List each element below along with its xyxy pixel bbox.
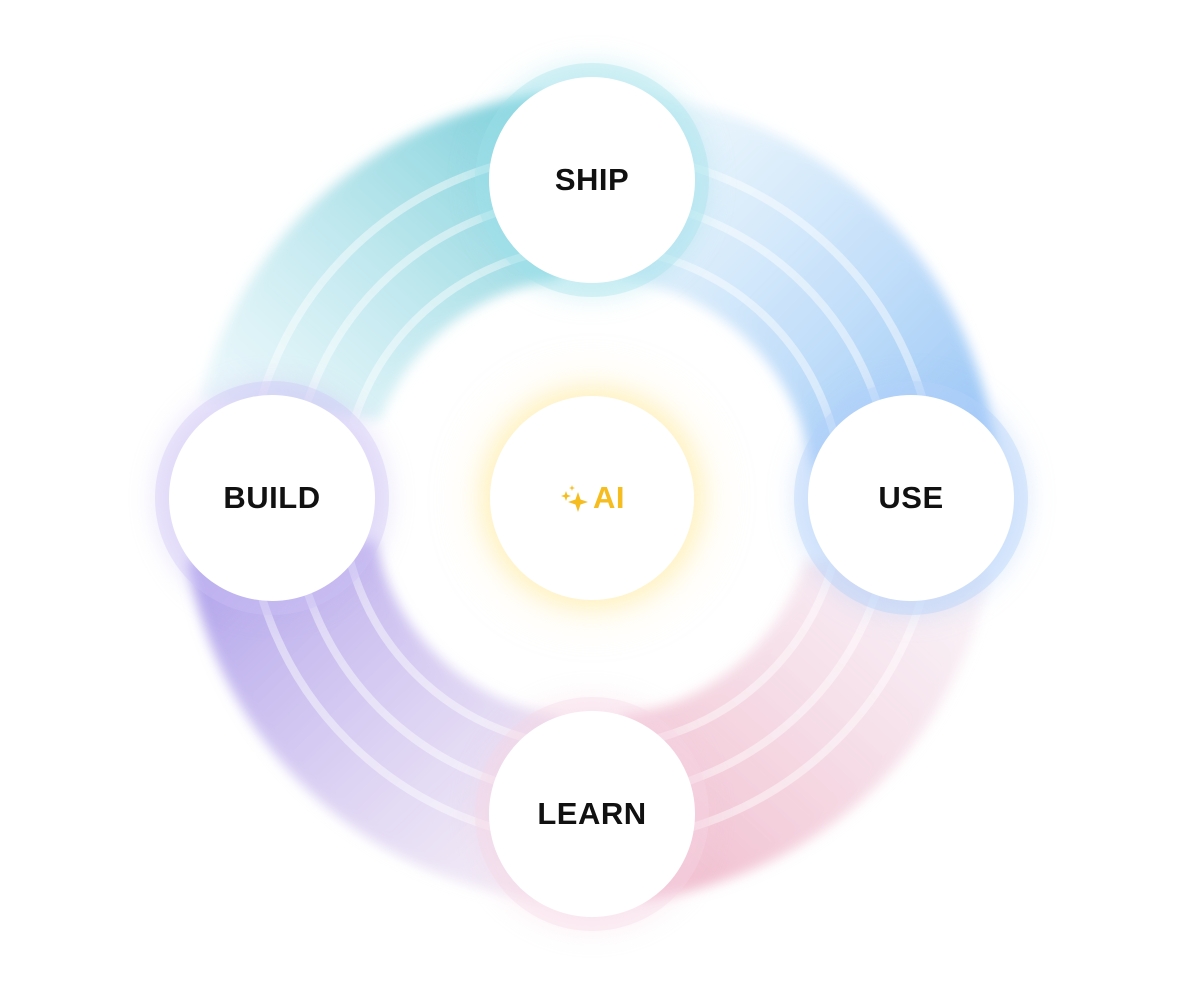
- node-use-label: USE: [878, 480, 944, 515]
- arc-use-to-learn: [620, 560, 990, 900]
- sparkle-icon: [559, 483, 589, 513]
- node-build-label: BUILD: [223, 480, 321, 515]
- node-ai-center: AI: [490, 396, 694, 600]
- node-ship: SHIP: [489, 77, 695, 283]
- node-ai-label: AI: [593, 480, 625, 515]
- node-use: USE: [808, 395, 1014, 601]
- node-learn-label: LEARN: [537, 796, 647, 831]
- node-ship-label: SHIP: [554, 162, 630, 197]
- arc-ship-to-use: [620, 94, 995, 470]
- arc-build-to-ship: [200, 94, 560, 420]
- arc-learn-to-build: [188, 540, 560, 900]
- node-build: BUILD: [169, 395, 375, 601]
- node-learn: LEARN: [489, 711, 695, 917]
